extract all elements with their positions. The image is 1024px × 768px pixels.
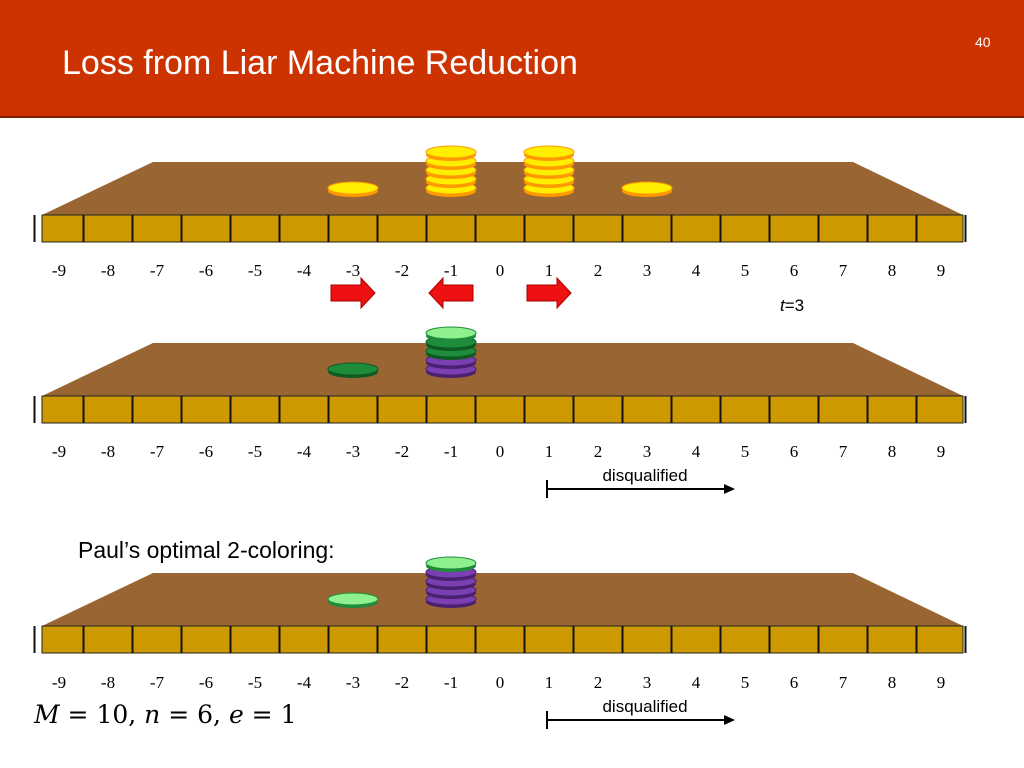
board-strip [41, 214, 964, 243]
tick-label: -3 [346, 442, 360, 461]
tick-label: 4 [692, 442, 701, 461]
tick-label: 0 [496, 261, 505, 280]
disqualified-label: disqualified [602, 697, 687, 716]
tick-label: -2 [395, 261, 409, 280]
tick-label: 7 [839, 673, 848, 692]
tick-label: -6 [199, 442, 213, 461]
tick-label: -4 [297, 261, 312, 280]
tick-label: 9 [937, 673, 946, 692]
tick-label: 6 [790, 673, 799, 692]
tick-label: -3 [346, 261, 360, 280]
tick-label: 7 [839, 261, 848, 280]
tick-label: -7 [150, 261, 165, 280]
tick-label: 9 [937, 261, 946, 280]
chip [425, 556, 477, 570]
tick-label: -6 [199, 261, 213, 280]
tick-label: 0 [496, 673, 505, 692]
tick-label: -1 [444, 442, 458, 461]
tick-label: 5 [741, 261, 750, 280]
slide-title: Loss from Liar Machine Reduction [62, 44, 578, 82]
board-strip [41, 625, 964, 654]
tick-label: -1 [444, 261, 458, 280]
tick-label: -4 [297, 673, 312, 692]
tick-label: -4 [297, 442, 312, 461]
board-surface [42, 573, 963, 626]
tick-label: 2 [594, 673, 603, 692]
board-surface [42, 343, 963, 396]
tick-label: 8 [888, 261, 897, 280]
tick-label: 2 [594, 442, 603, 461]
tick-label: -5 [248, 442, 262, 461]
tick-label: 4 [692, 673, 701, 692]
disqualified-arrowhead [724, 484, 735, 494]
tick-label: -5 [248, 261, 262, 280]
chip [327, 362, 379, 376]
tick-label: -8 [101, 442, 115, 461]
chip [327, 592, 379, 606]
tick-label: 0 [496, 442, 505, 461]
optimal-coloring-caption: Paul’s optimal 2-coloring: [78, 537, 335, 563]
tick-label: 3 [643, 442, 652, 461]
tick-label: -7 [150, 442, 165, 461]
tick-label: 4 [692, 261, 701, 280]
tick-label: -5 [248, 673, 262, 692]
tick-label: -7 [150, 673, 165, 692]
tick-label: -2 [395, 673, 409, 692]
tick-label: 1 [545, 673, 554, 692]
chip [327, 181, 379, 195]
tick-label: 8 [888, 442, 897, 461]
board-surface [42, 162, 963, 215]
tick-label: 1 [545, 261, 554, 280]
chip [523, 145, 575, 159]
tick-label: 9 [937, 442, 946, 461]
tick-label: -3 [346, 673, 360, 692]
slide-header: Loss from Liar Machine Reduction 40 [0, 0, 1024, 118]
board-strip [41, 395, 964, 424]
tick-label: 1 [545, 442, 554, 461]
tick-label: 2 [594, 261, 603, 280]
tick-label: -2 [395, 442, 409, 461]
tick-label: 3 [643, 261, 652, 280]
tick-label: -1 [444, 673, 458, 692]
move-left-arrow-icon [428, 276, 474, 310]
disqualified-arrowhead [724, 715, 735, 725]
tick-label: -9 [52, 442, 66, 461]
chip [425, 326, 477, 340]
chip [425, 145, 477, 159]
parameters-formula: M = 10, n = 6, e = 1 [34, 700, 297, 729]
tick-label: 8 [888, 673, 897, 692]
move-right-arrow-icon [330, 276, 376, 310]
tick-label: -8 [101, 261, 115, 280]
tick-label: -6 [199, 673, 213, 692]
tick-label: 6 [790, 261, 799, 280]
tick-label: 3 [643, 673, 652, 692]
time-step-label: t=3 [780, 296, 805, 315]
tick-label: -9 [52, 261, 66, 280]
page-number: 40 [975, 34, 991, 50]
disqualified-label: disqualified [602, 466, 687, 485]
tick-label: 6 [790, 442, 799, 461]
tick-label: 5 [741, 442, 750, 461]
move-right-arrow-icon [526, 276, 572, 310]
tick-label: 5 [741, 673, 750, 692]
tick-label: -9 [52, 673, 66, 692]
tick-label: 7 [839, 442, 848, 461]
chip [621, 181, 673, 195]
tick-label: -8 [101, 673, 115, 692]
